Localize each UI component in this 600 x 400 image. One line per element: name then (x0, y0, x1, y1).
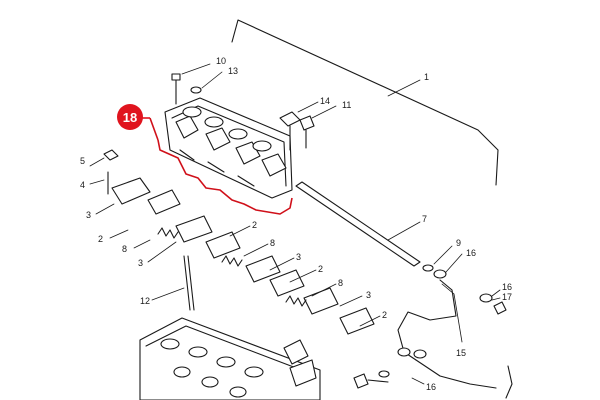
leader-lines (95, 203, 381, 327)
part-label-16a: 16 (466, 248, 476, 258)
part-label-12: 12 (140, 296, 150, 306)
part-label-8a: 8 (122, 244, 127, 254)
part-label-17: 17 (502, 292, 512, 302)
fittings-right (422, 245, 507, 315)
part-label-4: 4 (80, 180, 85, 190)
assembly-bracket (231, 19, 499, 186)
part-label-10: 10 (216, 56, 226, 66)
part-label-3c: 3 (296, 252, 301, 262)
part-label-3a: 3 (86, 210, 91, 220)
part-label-7: 7 (422, 214, 427, 224)
part-label-11: 11 (342, 100, 351, 110)
part-label-8b: 8 (270, 238, 275, 248)
breather-14 (279, 101, 319, 151)
part-number-labels: 1 10 13 14 11 5 4 3 2 8 3 2 8 3 2 8 3 2 … (80, 56, 512, 392)
rocker-arms (111, 177, 375, 335)
rocker-shaft (295, 181, 421, 267)
part-label-13: 13 (228, 66, 238, 76)
part-label-5: 5 (80, 156, 85, 166)
part-label-2c: 2 (318, 264, 323, 274)
banjo-bolts (353, 347, 427, 389)
nut-5 (89, 149, 119, 167)
washer-13 (190, 71, 223, 94)
part-label-16c: 16 (426, 382, 436, 392)
part-label-15: 15 (456, 348, 466, 358)
part-label-16b: 16 (502, 282, 512, 292)
part-label-3d: 3 (366, 290, 371, 300)
bolt-11 (299, 105, 337, 149)
part-label-14: 14 (320, 96, 330, 106)
callout-badge (117, 104, 143, 130)
part-label-2a: 2 (98, 234, 103, 244)
part-label-9: 9 (456, 238, 461, 248)
part-label-2b: 2 (252, 220, 257, 230)
stud-4 (89, 171, 109, 195)
rocker-cover (164, 97, 293, 199)
push-rod-12 (151, 255, 195, 311)
rocker-cover-gasket (149, 117, 293, 215)
springs (157, 227, 307, 307)
part-label-1: 1 (424, 72, 429, 82)
gasket-callout: 18 (117, 104, 150, 130)
part-label-2d: 2 (382, 310, 387, 320)
part-label-8c: 8 (338, 278, 343, 288)
callout-label: 18 (123, 110, 137, 125)
bolt-10 (171, 63, 211, 105)
cylinder-head (139, 317, 321, 400)
oil-pipe-15 (397, 279, 513, 399)
part-label-3b: 3 (138, 258, 143, 268)
